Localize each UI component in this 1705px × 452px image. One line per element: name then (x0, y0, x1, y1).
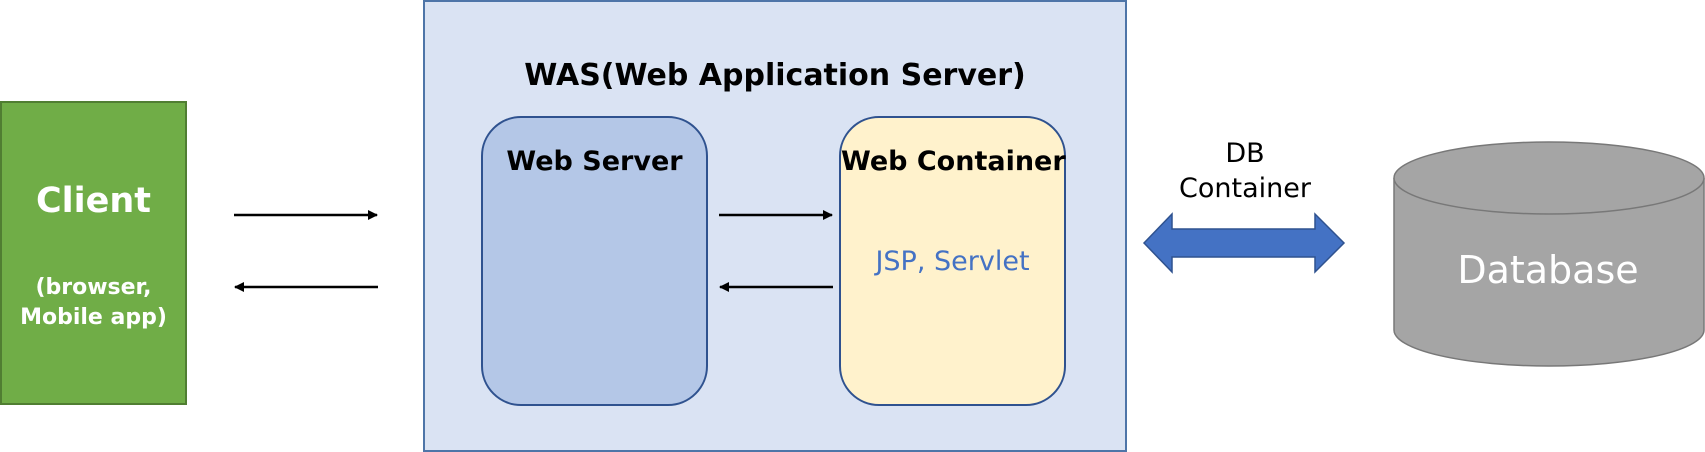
client-box: Client (browser, Mobile app) (0, 101, 187, 405)
db-double-arrow (1142, 212, 1346, 274)
web-container-tech: JSP, Servlet (875, 246, 1030, 277)
client-subtitle-line1: (browser, (35, 275, 152, 300)
database-label: Database (1457, 248, 1639, 292)
client-title: Client (35, 181, 152, 221)
web-server-title: Web Server (506, 146, 683, 177)
client-subtitle-line2: Mobile app) (20, 305, 167, 330)
web-server-box: Web Server (481, 116, 708, 406)
db-link-line1: DB (1225, 138, 1265, 169)
db-link-line2: Container (1179, 173, 1311, 204)
was-title: WAS(Web Application Server) (524, 58, 1026, 93)
database-cylinder (1393, 141, 1705, 367)
client-subtitle: (browser, Mobile app) (2, 273, 185, 333)
web-container-title: Web Container (841, 146, 1066, 177)
web-container-box: Web Container JSP, Servlet (839, 116, 1066, 406)
db-link-label: DB Container (1150, 136, 1340, 206)
